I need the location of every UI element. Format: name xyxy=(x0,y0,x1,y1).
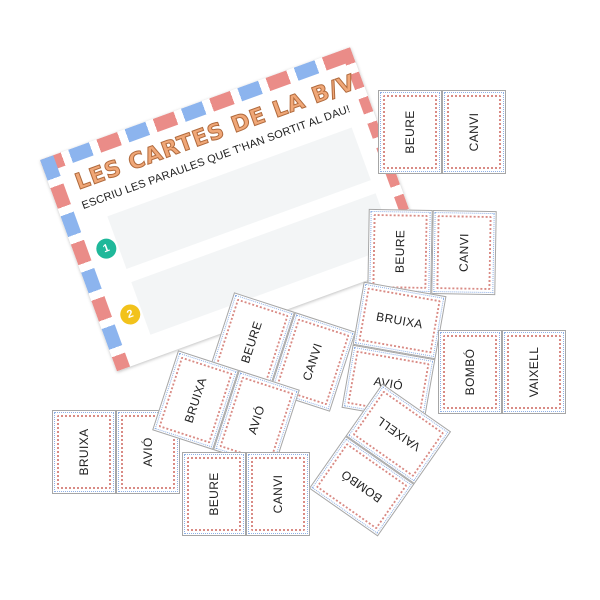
card-word: BEURE xyxy=(207,472,221,516)
card-word: BOMBÓ xyxy=(463,348,477,396)
card-word: BEURE xyxy=(392,229,408,274)
card-word: BEURE xyxy=(238,319,265,365)
word-card: VAIXELL xyxy=(502,330,566,414)
word-card: BEURE xyxy=(378,90,442,174)
card-word: VAIXELL xyxy=(373,413,424,455)
card-pair[interactable]: BEURE CANVI xyxy=(378,90,506,174)
card-word: AVIÓ xyxy=(245,403,268,437)
card-word: BRUIXA xyxy=(181,375,210,425)
card-pair[interactable]: BEURE CANVI xyxy=(367,208,497,296)
word-card: BRUIXA xyxy=(52,410,116,494)
word-card: CANVI xyxy=(246,452,310,536)
card-pair[interactable]: BRUIXA AVIÓ xyxy=(52,410,180,494)
word-card: BOMBÓ xyxy=(438,330,502,414)
card-word: BOMBÓ xyxy=(338,467,385,506)
word-card: CANVI xyxy=(431,210,497,296)
card-word: CANVI xyxy=(299,341,326,383)
card-word: CANVI xyxy=(467,112,481,152)
word-card: BEURE xyxy=(182,452,246,536)
card-word: AVIÓ xyxy=(141,437,155,467)
card-word: CANVI xyxy=(271,474,285,514)
card-word: BRUIXA xyxy=(375,309,424,332)
word-card: CANVI xyxy=(442,90,506,174)
card-pair[interactable]: BEURE CANVI xyxy=(182,452,310,536)
card-word: BEURE xyxy=(403,110,417,154)
card-word: BRUIXA xyxy=(77,428,91,476)
card-word: VAIXELL xyxy=(527,346,541,398)
card-word: CANVI xyxy=(456,233,472,273)
card-pair[interactable]: BOMBÓ VAIXELL xyxy=(438,330,566,414)
word-card: BEURE xyxy=(367,208,433,294)
